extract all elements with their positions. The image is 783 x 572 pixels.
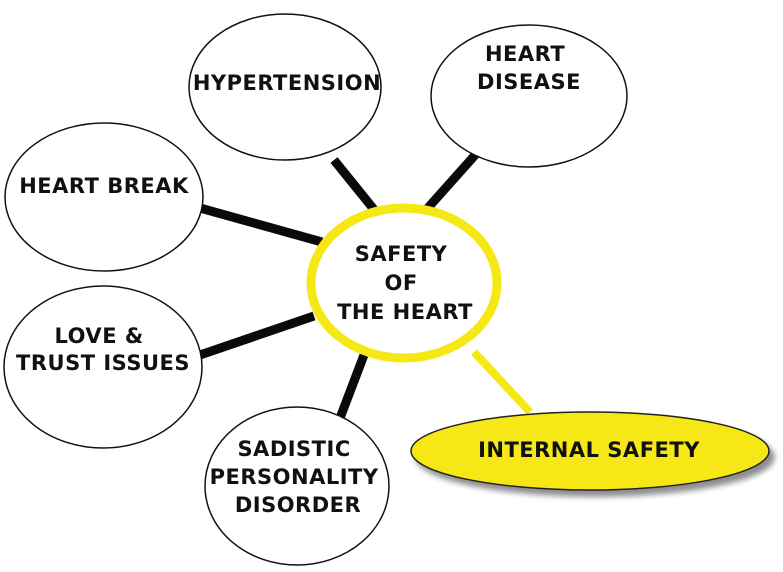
node-internal-safety: INTERNAL SAFETY — [410, 411, 770, 491]
connector-heart-break — [198, 203, 324, 247]
node-internal-safety-shape — [410, 411, 770, 491]
node-love-trust-line-1: LOVE & — [55, 324, 144, 348]
connector-sadistic — [335, 353, 369, 420]
center-node-line-1: SAFETY — [355, 242, 448, 266]
node-heart-break-shape — [4, 122, 204, 272]
center-node: SAFETY OF THE HEART — [306, 203, 502, 363]
connector-heart-disease — [422, 151, 480, 213]
node-hypertension: HYPERTENSION — [188, 13, 382, 161]
connectors — [198, 151, 533, 420]
node-love-trust: LOVE & TRUST ISSUES — [3, 285, 203, 449]
node-heart-break: HEART BREAK — [4, 122, 204, 272]
center-node-line-2: OF — [384, 271, 417, 295]
node-hypertension-shape — [188, 13, 382, 161]
center-node-line-3: THE HEART — [337, 300, 473, 324]
node-heart-disease: HEART DISEASE — [430, 24, 628, 168]
node-heart-disease-line-2: DISEASE — [477, 70, 581, 94]
node-heart-break-line-1: HEART BREAK — [19, 174, 189, 198]
svg-text:LOVE & TRUST ISSUES: LOVE & TRUST ISSUES — [16, 324, 190, 375]
svg-text:SAFETY OF THE HEAR: SAFETY OF THE HEART — [337, 242, 473, 324]
node-sadistic-line-2: PERSONALITY — [210, 465, 379, 489]
svg-text:HYPERTENSION: HYPERTENSION — [193, 71, 381, 95]
node-sadistic-line-1: SADISTIC — [237, 437, 350, 461]
node-sadistic-shape — [204, 406, 390, 566]
node-hypertension-line-1: HYPERTENSION — [193, 71, 381, 95]
node-internal-safety-line-1: INTERNAL SAFETY — [478, 438, 700, 462]
connector-hypertension — [330, 157, 380, 215]
node-sadistic: SADISTIC PERSONALITY DISORDER — [204, 406, 390, 566]
svg-text:INTERNAL SAFETY: INTERNAL SAFETY — [478, 438, 700, 462]
connector-internal-safety — [471, 349, 533, 415]
node-love-trust-line-2: TRUST ISSUES — [16, 351, 190, 375]
svg-text:HEART DISEASE: HEART DISEASE — [477, 42, 581, 94]
svg-text:HEART BREAK: HEART BREAK — [19, 174, 189, 198]
connector-love-trust — [198, 311, 316, 360]
center-node-shape — [306, 203, 502, 363]
node-heart-disease-line-1: HEART — [485, 42, 565, 66]
svg-text:SADISTIC PERSONALITY: SADISTIC PERSONALITY DISORDER — [210, 437, 387, 517]
node-love-trust-shape — [3, 285, 203, 449]
node-heart-disease-shape — [430, 24, 628, 168]
node-sadistic-line-3: DISORDER — [235, 493, 361, 517]
